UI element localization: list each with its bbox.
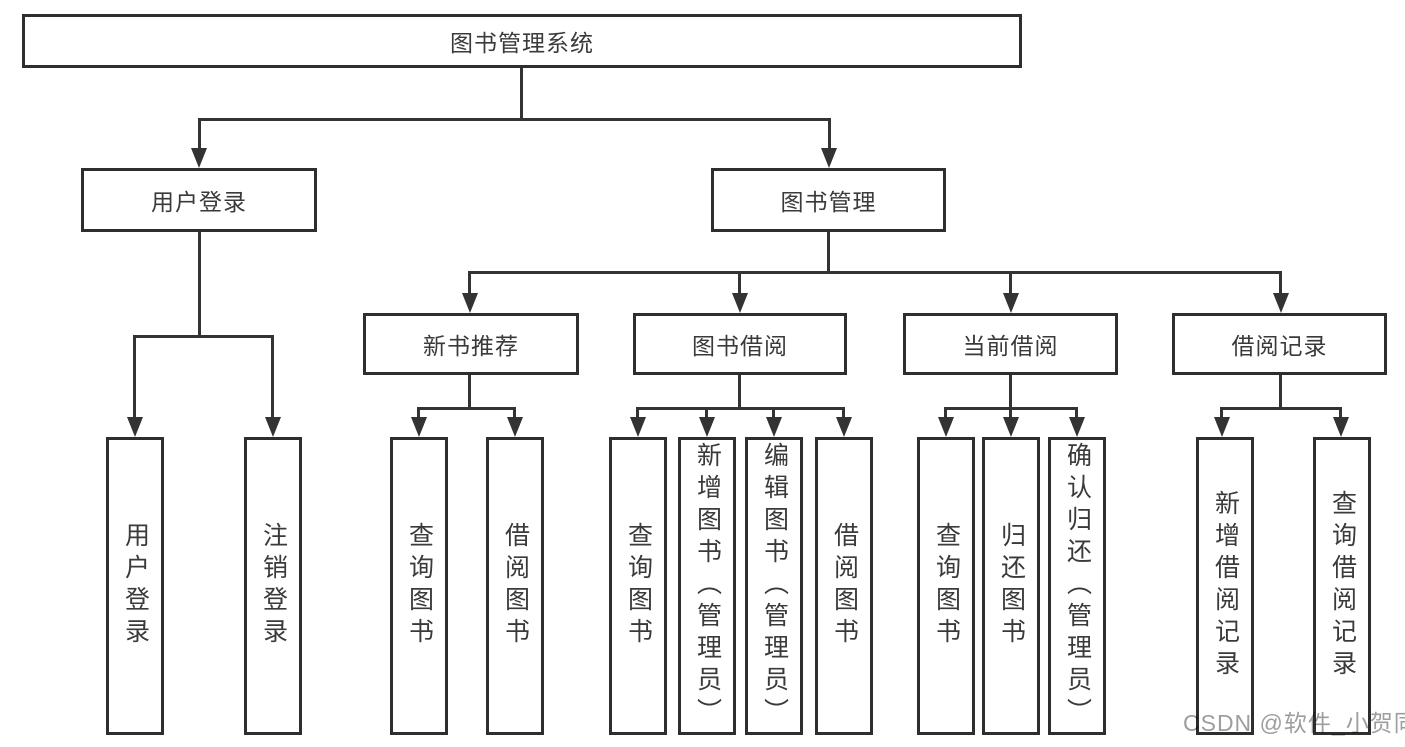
connector-line [133,335,136,418]
leaf-add-borrow-record: 新增借阅记录 [1196,437,1254,735]
node-new-book-recommendation: 新书推荐 [363,313,579,375]
leaf-logout: 注销登录 [244,437,302,735]
arrow-down-icon [1003,417,1019,437]
arrow-down-icon [1214,417,1230,437]
arrow-down-icon [699,417,715,437]
node-label: 图书借阅 [692,333,788,359]
connector-line [418,407,516,410]
connector-line [772,407,775,418]
leaf-query-books-current: 查询图书 [917,437,975,735]
node-label: 用户登录 [121,522,150,650]
leaf-borrow-books-recommend: 借阅图书 [486,437,544,735]
node-label: 图书管理 [780,189,877,215]
node-label: 注销登录 [259,522,288,650]
node-label: 借阅图书 [830,522,859,650]
connector-line [468,271,471,294]
node-user-login: 用户登录 [81,168,317,232]
node-label: 图书管理系统 [450,30,594,56]
node-label: 借阅图书 [501,522,530,650]
connector-line [636,407,639,418]
node-current-borrowing: 当前借阅 [903,313,1118,375]
connector-line [1075,407,1078,418]
arrow-down-icon [1273,293,1289,313]
leaf-borrow-books: 借阅图书 [815,437,873,735]
connector-line [468,375,471,407]
node-label: 新增借阅记录 [1211,490,1240,682]
arrow-down-icon [191,148,207,168]
leaf-edit-books-admin: 编辑图书（管理员） [745,437,803,735]
connector-line [1221,407,1342,410]
arrow-down-icon [766,417,782,437]
connector-line [1279,271,1282,294]
node-label: 查询图书 [932,522,961,650]
leaf-add-books-admin: 新增图书（管理员） [678,437,736,735]
connector-line [1279,375,1282,407]
arrow-down-icon [630,417,646,437]
arrow-down-icon [507,417,523,437]
connector-line [1009,407,1012,418]
arrow-down-icon [265,417,281,437]
node-label: 确认归还（管理员） [1063,442,1092,730]
arrow-down-icon [938,417,954,437]
node-book-borrowing: 图书借阅 [633,313,847,375]
csdn-watermark: CSDN @软件_小贺同学 [1183,710,1405,736]
connector-line [1339,407,1342,418]
connector-line [198,118,831,121]
connector-line [944,407,947,418]
connector-line [520,68,523,118]
node-label: 用户登录 [151,189,247,215]
node-book-management: 图书管理 [711,168,946,232]
arrow-down-icon [732,293,748,313]
arrow-down-icon [821,148,837,168]
node-label: 借阅记录 [1231,333,1328,359]
connector-line [468,271,1282,274]
connector-line [134,335,274,338]
connector-line [1009,375,1012,407]
arrow-down-icon [127,417,143,437]
leaf-user-login: 用户登录 [106,437,164,735]
connector-line [513,407,516,418]
connector-line [198,232,201,335]
connector-line [842,407,845,418]
leaf-query-books-borrow: 查询图书 [609,437,667,735]
leaf-query-books-recommend: 查询图书 [390,437,448,735]
node-label: 查询借阅记录 [1328,490,1357,682]
arrow-down-icon [1003,293,1019,313]
arrow-down-icon [411,417,427,437]
node-library-management-system: 图书管理系统 [22,14,1022,68]
node-label: 归还图书 [997,522,1026,650]
connector-line [1220,407,1223,418]
node-borrowing-records: 借阅记录 [1172,313,1387,375]
node-label: 查询图书 [624,522,653,650]
node-label: 新增图书（管理员） [693,442,722,730]
arrow-down-icon [836,417,852,437]
connector-line [637,407,845,410]
arrow-down-icon [1333,417,1349,437]
connector-line [827,232,830,271]
connector-line [738,375,741,407]
connector-line [705,407,708,418]
arrow-down-icon [462,293,478,313]
connector-line [828,118,831,150]
leaf-query-borrow-record: 查询借阅记录 [1313,437,1371,735]
leaf-return-books: 归还图书 [982,437,1040,735]
connector-line [198,118,201,150]
node-label: 编辑图书（管理员） [760,442,789,730]
node-label: 当前借阅 [962,333,1059,359]
node-label: 查询图书 [405,522,434,650]
arrow-down-icon [1069,417,1085,437]
connector-line [738,271,741,294]
connector-line [1009,271,1012,294]
node-label: 新书推荐 [423,333,519,359]
leaf-confirm-return-admin: 确认归还（管理员） [1048,437,1106,735]
connector-line [417,407,420,418]
connector-line [271,335,274,418]
